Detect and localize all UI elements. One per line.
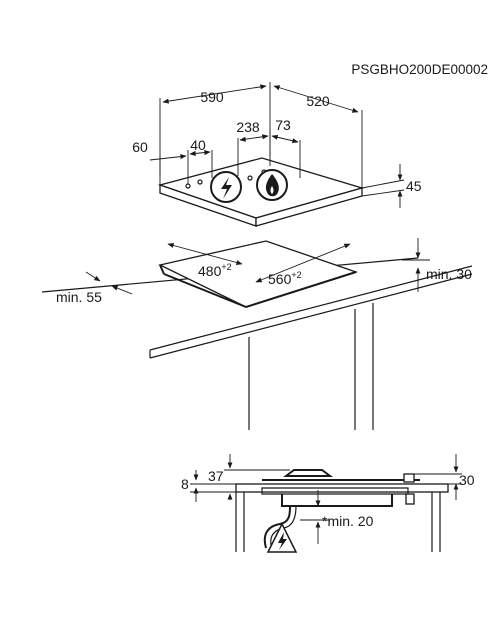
dim-60-label: 60: [132, 139, 148, 155]
dimension-560: 560+2: [255, 243, 351, 287]
countertop: [41, 240, 473, 430]
dimension-37: 37: [208, 454, 290, 500]
section-view: [235, 469, 449, 552]
dim-37-label: 37: [208, 468, 224, 484]
diagram-code: PSGBHO200DE00002: [351, 62, 488, 77]
electric-warning-icon: [266, 522, 298, 553]
dim-480-label: 480+2: [198, 262, 232, 279]
dimension-30: 30: [412, 454, 475, 500]
dim-238-label: 238: [236, 119, 260, 135]
dim-min55-label: min. 55: [56, 289, 102, 305]
dim-min30-label: min. 30: [426, 266, 472, 282]
dim-30-label: 30: [459, 472, 475, 488]
dimension-min55: min. 55: [56, 271, 133, 305]
dimension-238-73: 238 73: [236, 117, 301, 178]
dimension-min30: min. 30: [402, 238, 472, 292]
dim-590-label: 590: [200, 89, 224, 105]
dimension-480: 480+2: [167, 243, 243, 279]
dim-40-label: 40: [190, 137, 206, 153]
dim-73-label: 73: [275, 117, 291, 133]
dimension-45: 45: [361, 164, 422, 208]
dimension-min20: *min. 20: [300, 490, 374, 544]
dimension-60-40: 60 40: [132, 137, 213, 184]
dim-45-label: 45: [406, 178, 422, 194]
dimension-8: 8: [181, 470, 236, 502]
dimension-520: 520: [273, 85, 363, 188]
electric-warning-icon: [210, 171, 242, 203]
dim-min20-label: *min. 20: [322, 513, 374, 529]
gas-flame-warning-icon: [256, 169, 288, 201]
dim-8-label: 8: [181, 476, 189, 492]
dim-560-label: 560+2: [268, 270, 302, 287]
dim-520-label: 520: [306, 93, 330, 109]
